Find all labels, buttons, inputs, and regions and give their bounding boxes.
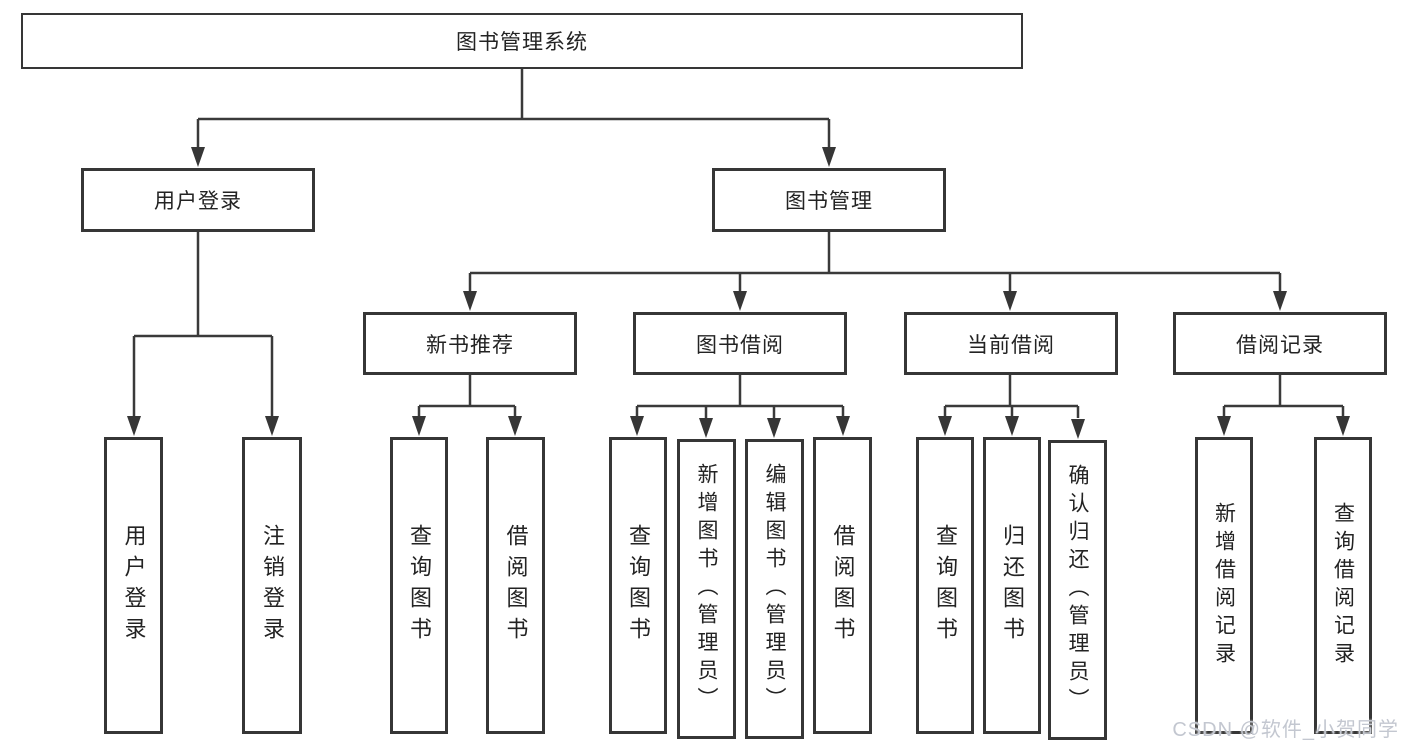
node-library-management-system: 图书管理系统 — [21, 13, 1023, 69]
leaf-borrow-books-recommend: 借阅图书 — [486, 437, 545, 734]
watermark: CSDN @软件_小贺同学 — [1172, 719, 1399, 741]
node-current-borrow: 当前借阅 — [904, 312, 1118, 375]
leaf-confirm-return-admin: 确认归还（管理员） — [1048, 440, 1107, 740]
leaf-add-borrow-record: 新增借阅记录 — [1195, 437, 1253, 734]
leaf-return-books: 归还图书 — [983, 437, 1041, 734]
leaf-query-books-borrow: 查询图书 — [609, 437, 667, 734]
node-new-book-recommend: 新书推荐 — [363, 312, 577, 375]
node-book-borrow: 图书借阅 — [633, 312, 847, 375]
node-user-login: 用户登录 — [81, 168, 315, 232]
leaf-user-login: 用户登录 — [104, 437, 163, 734]
arrowheads — [127, 147, 1350, 439]
leaf-query-borrow-record: 查询借阅记录 — [1314, 437, 1372, 734]
node-borrow-records: 借阅记录 — [1173, 312, 1387, 375]
leaf-borrow-books: 借阅图书 — [813, 437, 872, 734]
leaf-query-books-current: 查询图书 — [916, 437, 974, 734]
node-book-management: 图书管理 — [712, 168, 946, 232]
leaf-edit-book-admin: 编辑图书（管理员） — [745, 439, 804, 739]
leaf-add-book-admin: 新增图书（管理员） — [677, 439, 736, 739]
leaf-query-books-recommend: 查询图书 — [390, 437, 448, 734]
leaf-logout: 注销登录 — [242, 437, 302, 734]
